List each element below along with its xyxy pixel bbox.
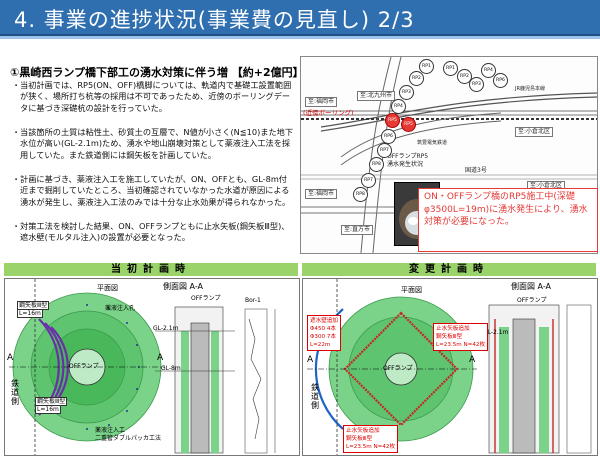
- boring-label: Bor-1: [245, 297, 261, 304]
- grout-method-detail-label: 二重管ダブルパッカ工法: [95, 435, 162, 442]
- bullet-text: 計画に基づき、薬液注入工を施工していたが、ON、OFFとも、GL-8m付近まで掘…: [20, 174, 291, 207]
- pier-pin: RP2: [457, 69, 472, 84]
- map-label-boring: (近傍ボーリング): [303, 109, 354, 117]
- sheet-pile-top-spec-2: L=23.5m N=42枚: [436, 342, 486, 348]
- pier-pin: RP1: [443, 61, 458, 76]
- red-note-text: ON・OFFランプ橋のRP5施工中(深礎φ3500L=19m)に湧水発生により、…: [424, 192, 588, 227]
- cutoff-wall-spec-1: Φ450 4本: [310, 326, 337, 332]
- sheet-pile-length-label-2: L=16m: [35, 405, 61, 414]
- pier-pin: RP4: [481, 63, 496, 78]
- pier-pin: RP2: [409, 71, 424, 86]
- bullet-item: ・ 対策工法を検討した結果、ON、OFFランプともに止水矢板(鋼矢板Ⅲ型)、遮水…: [12, 221, 294, 244]
- bullet-item: ・ 計画に基づき、薬液注入工を施工していたが、ON、OFFとも、GL-8m付近ま…: [12, 174, 294, 208]
- sheet-pile-top-title: 止水矢板追加: [436, 326, 470, 332]
- pier-pin: RP7: [377, 143, 392, 158]
- gl-21-label: GL-2.1m: [483, 329, 509, 336]
- gl-21-label: GL-2.1m: [153, 325, 179, 332]
- pier-pin: RP4: [391, 99, 406, 114]
- map-label-kokura-mid: 至:小倉北区: [515, 127, 554, 137]
- red-note-box: [418, 188, 598, 252]
- pier-pin-highlight: RP5: [401, 117, 416, 132]
- map-label-station: JR鹿児島本線: [515, 86, 545, 92]
- map-label-route3: 国道3号: [465, 167, 487, 174]
- revised-plan-drawing: [307, 279, 592, 455]
- bullet-mark: ・: [12, 221, 21, 231]
- bullet-text: 当初計画では、RP5(ON、OFF)橋脚については、軌道内で基礎工設置範囲が狭く…: [20, 80, 292, 113]
- sheet-pile-bottom-spec-1: 鋼矢板Ⅲ型: [346, 436, 373, 442]
- bullet-text: 当該箇所の土質は粘性土、砂質土の互層で、N値が小さく(N≦10)また地下水位が高…: [20, 127, 294, 160]
- pier-pin-highlight: RP5: [385, 113, 400, 128]
- pier-pin: RP8: [369, 157, 384, 172]
- side-view-label: 側面図 A-A: [511, 282, 552, 291]
- cutoff-wall-spec-3: L=22m: [310, 342, 331, 348]
- railway-side-label: 鉄道側: [11, 379, 19, 406]
- pier-pin: RP8: [353, 187, 368, 202]
- cutoff-wall-callout: 遮水壁追加 Φ450 4本 Φ300 7本 L=22m: [307, 315, 341, 351]
- bullet-mark: ・: [12, 174, 21, 184]
- original-plan-panel: 平面図 側面図 A-A OFFランプ Bor-1 鋼矢板Ⅲ型 L=16m 薬液注…: [4, 278, 300, 456]
- off-ramp-label: OFFランプ: [69, 363, 99, 370]
- original-plan-header: 当初計画時: [4, 263, 298, 276]
- section-title: ①黒崎西ランプ橋下部工の湧水対策に伴う増 【約+2億円】: [10, 66, 304, 79]
- grout-hole-label: 薬液注入孔: [105, 305, 136, 312]
- pier-pin: RP7: [361, 173, 376, 188]
- section-mark-a-right: A: [469, 355, 476, 365]
- pier-pin: RP3: [399, 85, 414, 100]
- grout-method-label: 薬液注入工: [95, 427, 126, 434]
- cutoff-wall-title: 遮水壁追加: [310, 318, 338, 324]
- railway-side-label: 鉄道側: [311, 383, 319, 410]
- photo-caption: OFFランプRP5 湧水発生状況: [387, 153, 428, 169]
- sheet-pile-top-spec-1: 鋼矢板Ⅲ型: [436, 334, 463, 340]
- pier-pin: RP1: [419, 59, 434, 74]
- page-title: 4. 事業の進捗状況(事業費の見直し) 2/3: [14, 8, 415, 32]
- gl-8-label: GL-8m: [161, 365, 181, 372]
- section-mark-a-right: A: [157, 353, 164, 363]
- ramp-label: OFFランプ: [517, 297, 547, 304]
- pier-pin: RP6: [381, 129, 396, 144]
- section-mark-a-left: A: [7, 353, 14, 363]
- sheet-pile-length-label: L=16m: [17, 309, 43, 318]
- bullet-mark: ・: [12, 80, 21, 90]
- plan-view-label: 平面図: [97, 284, 118, 292]
- sheet-pile-bottom-spec-2: L=23.5m N=42枚: [346, 444, 396, 450]
- revised-plan-panel: 平面図 側面図 A-A OFFランプ 遮水壁追加 Φ450 4本 Φ300 7本…: [302, 278, 598, 456]
- map-label-kitakyushu: 至:北九州市: [357, 91, 396, 101]
- header-rule: [0, 36, 600, 39]
- bullet-item: ・ 当該箇所の土質は粘性土、砂質土の互層で、N値が小さく(N≦10)また地下水位…: [12, 127, 294, 161]
- map-label-fukuoka-low: 至:福岡市: [305, 189, 338, 199]
- map-label-fukuoka: 至:福岡市: [305, 97, 338, 107]
- pier-pin: RP3: [469, 77, 484, 92]
- page-header: [0, 0, 600, 36]
- pier-pin: RP6: [493, 73, 508, 88]
- bullet-item: ・ 当初計画では、RP5(ON、OFF)橋脚については、軌道内で基礎工設置範囲が…: [12, 80, 294, 114]
- off-ramp-label: OFFランプ: [383, 365, 413, 372]
- sheet-pile-callout-top: 止水矢板追加 鋼矢板Ⅲ型 L=23.5m N=42枚: [433, 323, 489, 351]
- photo-caption-line2: 湧水発生状況: [387, 161, 424, 168]
- sheet-pile-bottom-title: 止水矢板追加: [346, 428, 380, 434]
- section-mark-a-left: A: [307, 355, 314, 365]
- bullet-mark: ・: [12, 127, 21, 137]
- revised-plan-header: 変更計画時: [302, 263, 596, 276]
- side-view-label: 側面図 A-A: [163, 282, 204, 291]
- photo-caption-line1: OFFランプRP5: [387, 153, 429, 160]
- bullet-text: 対策工法を検討した結果、ON、OFFランプともに止水矢板(鋼矢板Ⅲ型)、遮水壁(…: [20, 221, 290, 243]
- sheet-pile-callout-bottom: 止水矢板追加 鋼矢板Ⅲ型 L=23.5m N=42枚: [343, 425, 399, 453]
- map-label-rail: 筑豊電気鉄道: [417, 140, 448, 146]
- map-label-nogata: 至:直方市: [341, 225, 374, 235]
- cutoff-wall-spec-2: Φ300 7本: [310, 334, 337, 340]
- plan-view-label: 平面図: [401, 286, 422, 294]
- ramp-label: OFFランプ: [191, 295, 221, 302]
